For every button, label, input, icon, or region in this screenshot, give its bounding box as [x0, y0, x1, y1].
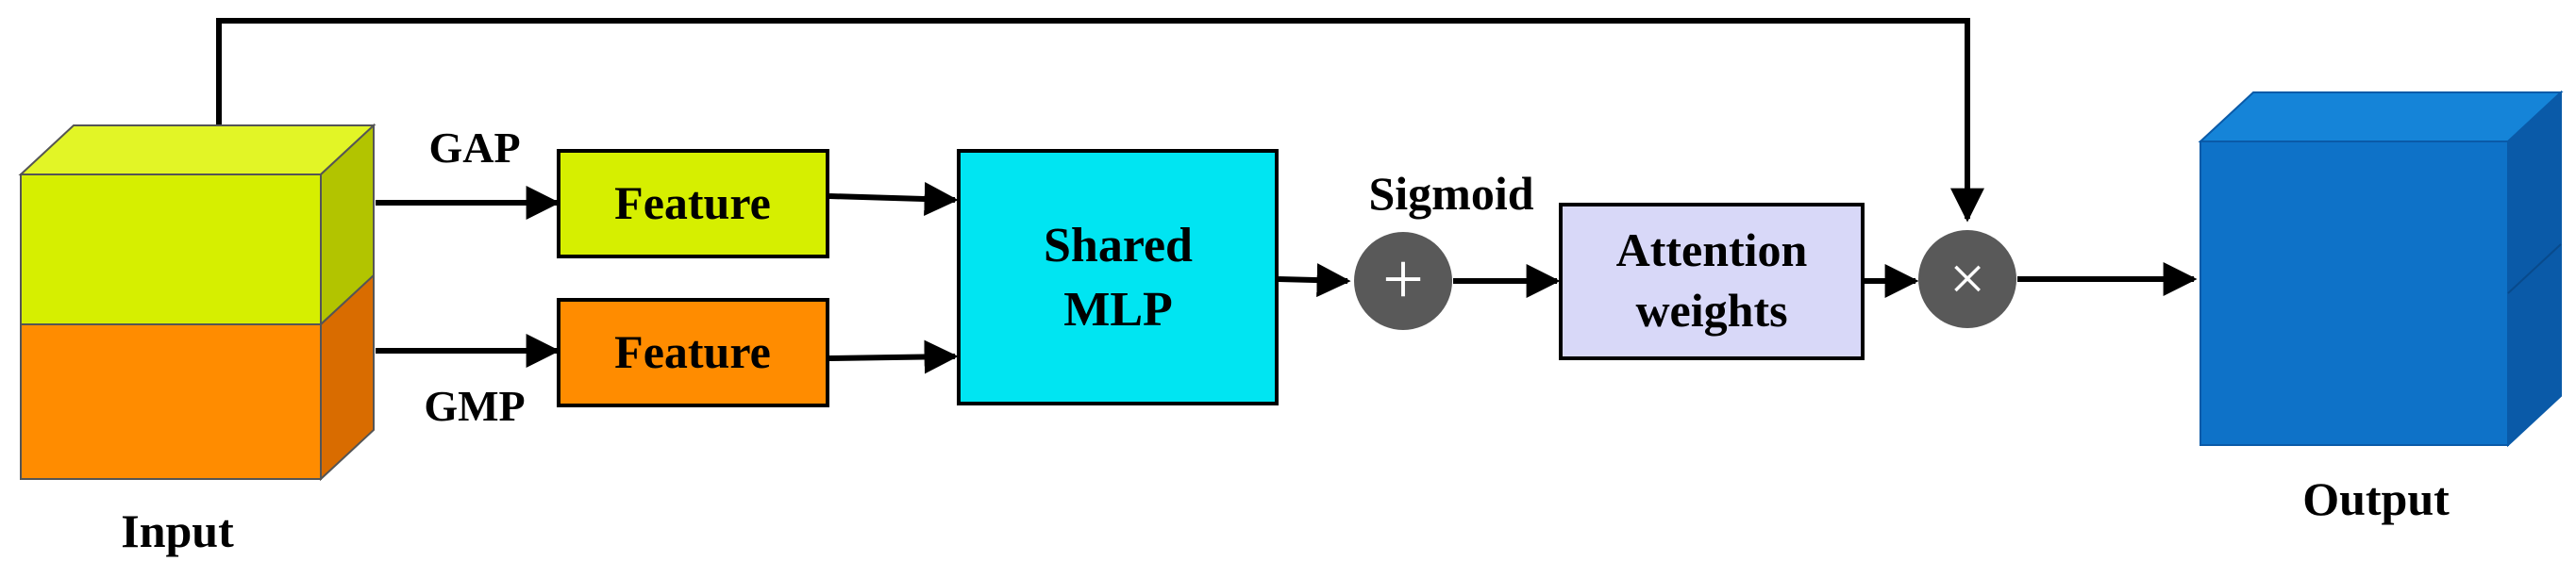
output-label: Output [2302, 472, 2450, 525]
input-bottom-front [20, 323, 322, 480]
output-top-face [2198, 91, 2564, 142]
attention-weights-label-line1: Attention [1616, 223, 1808, 276]
attention-weights-label-line2: weights [1635, 284, 1787, 337]
output-block [2198, 90, 2564, 448]
feature-bottom-label: Feature [614, 325, 771, 378]
gap-label: GAP [428, 124, 520, 172]
add-icon: + [1382, 238, 1424, 320]
shared-mlp-label-line1: Shared [1044, 219, 1193, 272]
attention-weights-box [1559, 203, 1865, 360]
add-operator: + [1354, 232, 1452, 330]
multiply-circle [1918, 230, 2016, 328]
output-side-divider [2507, 243, 2562, 294]
feature-top-box [557, 149, 829, 258]
input-top-front [20, 173, 322, 325]
input-top-face [18, 124, 376, 175]
skip-connection-arrow [216, 18, 1984, 223]
feature-top-label: Feature [614, 176, 771, 229]
arrow-feature-bottom-to-mlp [828, 339, 959, 374]
arrow-mlp-to-add [1278, 263, 1351, 298]
feature-bottom-box [557, 298, 829, 407]
sigmoid-label: Sigmoid [1368, 167, 1533, 220]
shared-mlp-box [957, 149, 1279, 405]
gmp-label: GMP [424, 382, 525, 430]
output-front-face [2200, 140, 2509, 446]
input-label: Input [121, 504, 234, 557]
multiply-icon: × [1949, 242, 1985, 314]
arrow-feature-top-to-mlp [828, 182, 959, 217]
multiply-operator: × [1918, 230, 2016, 328]
add-circle [1354, 232, 1452, 330]
input-block [18, 123, 376, 482]
shared-mlp-label-line2: MLP [1063, 283, 1173, 337]
